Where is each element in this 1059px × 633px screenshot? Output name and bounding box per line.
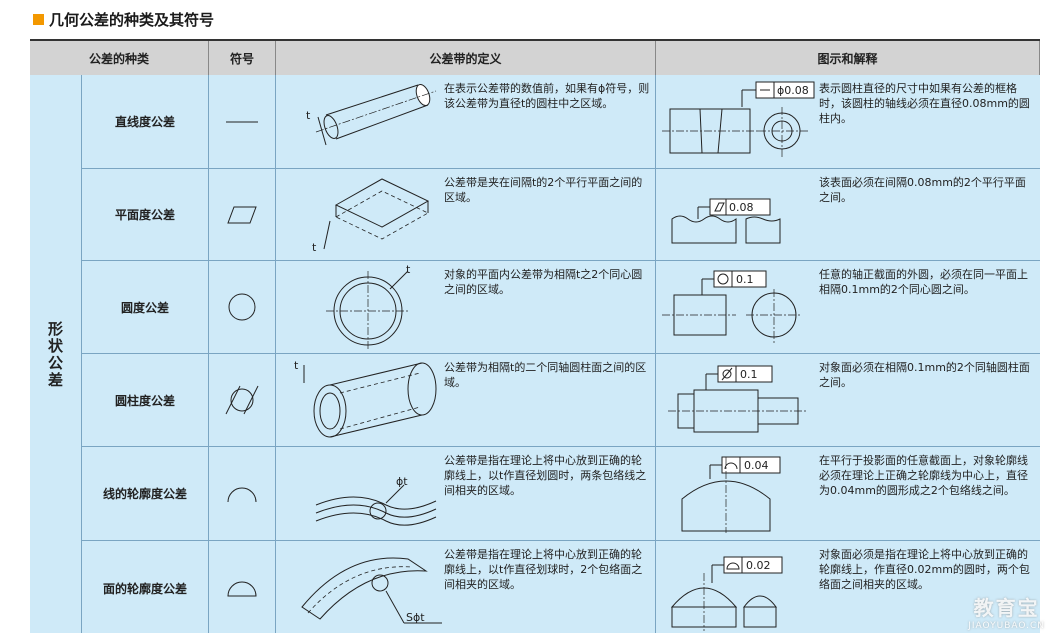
definition-text: 公差带是指在理论上将中心放到正确的轮廓线上，以t作直径划圆时，两条包络线之间相夹… — [444, 454, 647, 497]
flatness-drawing: 0.08 — [671, 198, 781, 244]
line-profile-drawing: 0.04 — [681, 456, 781, 533]
definition-cell: t 对象的平面内公差带为相隔t之2个同心圆之间的区域。 — [276, 261, 656, 353]
frame-value: 0.1 — [736, 273, 754, 286]
header-definition: 公差带的定义 — [276, 41, 656, 75]
header-symbol: 符号 — [209, 41, 276, 75]
flatness-planes-figure: t — [312, 178, 430, 254]
symbol-cell — [209, 447, 276, 540]
tolerance-name: 线的轮廓度公差 — [82, 447, 209, 540]
definition-cell: t 公差带为相隔t的二个同轴圆柱面之间的区域。 — [276, 354, 656, 446]
def-figure-label: Sϕt — [406, 611, 425, 624]
figure-cell: 0.08 该表面必须在间隔0.08mm的2个平行平面之间。 — [656, 169, 1040, 260]
definition-cell: t 公差带是夹在间隔t的2个平行平面之间的区域。 — [276, 169, 656, 260]
figure-cell: 0.1 任意的轴正截面的外圆，必须在同一平面上相隔0.1mm的2个同心圆之间。 — [656, 261, 1040, 353]
page-title-text: 几何公差的种类及其符号 — [49, 10, 215, 29]
tolerance-name: 圆度公差 — [82, 261, 209, 353]
surface-profile-figure: Sϕt — [301, 557, 442, 624]
symbol-cell — [209, 169, 276, 260]
table-row-surface-profile: 面的轮廓度公差 Sϕt 公差带是指在理论上将中心放到正确的轮廓线上，以t作直径划… — [82, 541, 1040, 633]
line-profile-symbol-icon — [227, 487, 257, 502]
frame-value: 0.02 — [746, 559, 771, 572]
frame-value: 0.04 — [744, 459, 769, 472]
roundness-circles-figure: t — [326, 263, 411, 351]
table-row-straightness: 直线度公差 t 在表示公差带的数值前，如果有ϕ符号，则该公差带为直径t的圆柱中之… — [82, 75, 1040, 169]
surface-profile-symbol-icon — [227, 581, 257, 597]
explanation-text: 对象面必须是指在理论上将中心放到正确的轮廓线上，作直径0.02mm的圆时，两个包… — [819, 548, 1030, 591]
definition-text: 对象的平面内公差带为相隔t之2个同心圆之间的区域。 — [444, 268, 643, 296]
def-figure-label: t — [406, 263, 411, 276]
watermark-main: 教育宝 — [973, 596, 1040, 620]
def-figure-label: ϕt — [396, 475, 408, 488]
watermark-logo: 教育宝 JIAOYUBAO.CN — [968, 592, 1045, 631]
def-figure-label: t — [294, 359, 299, 372]
definition-text: 公差带是夹在间隔t的2个平行平面之间的区域。 — [444, 176, 643, 204]
tolerance-name: 直线度公差 — [82, 75, 209, 168]
cylindricity-drawing: 0.1 — [668, 365, 808, 433]
surface-profile-drawing: 0.02 — [670, 556, 783, 631]
definition-cell: ϕt 公差带是指在理论上将中心放到正确的轮廓线上，以t作直径划圆时，两条包络线之… — [276, 447, 656, 540]
definition-cell: Sϕt 公差带是指在理论上将中心放到正确的轮廓线上，以t作直径划球时，2个包络面… — [276, 541, 656, 633]
roundness-symbol-icon — [228, 293, 256, 321]
cylindricity-cylinders-figure: t — [294, 359, 437, 438]
tolerance-name: 平面度公差 — [82, 169, 209, 260]
table-row-flatness: 平面度公差 t 公差带是夹在间隔t的2个平行平面之间的区域。 — [82, 169, 1040, 261]
explanation-text: 对象面必须在相隔0.1mm的2个同轴圆柱面之间。 — [819, 361, 1030, 389]
flatness-symbol-icon — [227, 206, 257, 223]
definition-text: 公差带为相隔t的二个同轴圆柱面之间的区域。 — [444, 361, 647, 389]
explanation-text: 表示圆柱直径的尺寸中如果有公差的框格时，该圆柱的轴线必须在直径0.08mm的圆柱… — [819, 82, 1030, 125]
frame-value: ϕ0.08 — [777, 84, 809, 97]
definition-text: 公差带是指在理论上将中心放到正确的轮廓线上，以t作直径划球时，2个包络面之间相夹… — [444, 548, 643, 591]
definition-cell: t 在表示公差带的数值前，如果有ϕ符号，则该公差带为直径t的圆柱中之区域。 — [276, 75, 656, 168]
cylindricity-symbol-icon — [225, 385, 259, 415]
def-figure-label: t — [306, 109, 311, 122]
tolerance-name: 面的轮廓度公差 — [82, 541, 209, 633]
table-body: 形状公差 直线度公差 t 在表示公差带的数值前，如果 — [30, 75, 1040, 633]
frame-value: 0.1 — [740, 368, 758, 381]
header-kind: 公差的种类 — [30, 41, 209, 75]
figure-cell: ϕ0.08 表示圆柱直径的尺寸中如果有公差的框格时，该圆柱的轴线必须在直径0.0… — [656, 75, 1040, 168]
explanation-text: 任意的轴正截面的外圆，必须在同一平面上相隔0.1mm的2个同心圆之间。 — [819, 268, 1028, 296]
explanation-text: 该表面必须在间隔0.08mm的2个平行平面之间。 — [819, 176, 1026, 204]
watermark-sub: JIAOYUBAO.CN — [968, 621, 1045, 631]
frame-value: 0.08 — [729, 201, 754, 214]
group-label: 形状公差 — [46, 321, 64, 389]
page-title: 几何公差的种类及其符号 — [33, 7, 214, 31]
header-figure: 图示和解释 — [656, 41, 1040, 75]
symbol-cell — [209, 75, 276, 168]
figure-cell: 0.1 对象面必须在相隔0.1mm的2个同轴圆柱面之间。 — [656, 354, 1040, 446]
symbol-cell — [209, 261, 276, 353]
line-profile-figure: ϕt — [315, 475, 437, 526]
table-row-cylindricity: 圆柱度公差 t — [82, 354, 1040, 447]
figure-cell: 0.02 对象面必须是指在理论上将中心放到正确的轮廓线上，作直径0.02mm的圆… — [656, 541, 1040, 633]
group-cell: 形状公差 — [30, 75, 82, 633]
table-row-line-profile: 线的轮廓度公差 ϕt 公差带是指在理论上将中心放到正确的轮廓线上，以t作直径划圆… — [82, 447, 1040, 541]
tolerance-table: 公差的种类 符号 公差带的定义 图示和解释 形状公差 直线度公差 — [30, 39, 1040, 633]
roundness-drawing: 0.1 — [662, 270, 802, 343]
explanation-text: 在平行于投影面的任意截面上，对象轮廓线必须在理论上正确之轮廓线为中心上，直径为0… — [819, 454, 1028, 497]
symbol-cell — [209, 541, 276, 633]
straightness-drawing: ϕ0.08 — [662, 81, 815, 157]
title-marker-icon — [33, 13, 44, 25]
tolerance-name: 圆柱度公差 — [82, 354, 209, 446]
straightness-symbol-icon — [226, 121, 258, 122]
table-row-roundness: 圆度公差 t 对象的平面内公差带为相隔t之2个同心圆之间的区域。 — [82, 261, 1040, 354]
straightness-cylinder-figure: t — [306, 83, 437, 146]
def-figure-label: t — [312, 241, 317, 254]
figure-cell: 0.04 在平行于投影面的任意截面上，对象轮廓线必须在理论上正确之轮廓线为中心上… — [656, 447, 1040, 540]
symbol-cell — [209, 354, 276, 446]
definition-text: 在表示公差带的数值前，如果有ϕ符号，则该公差带为直径t的圆柱中之区域。 — [444, 82, 650, 110]
